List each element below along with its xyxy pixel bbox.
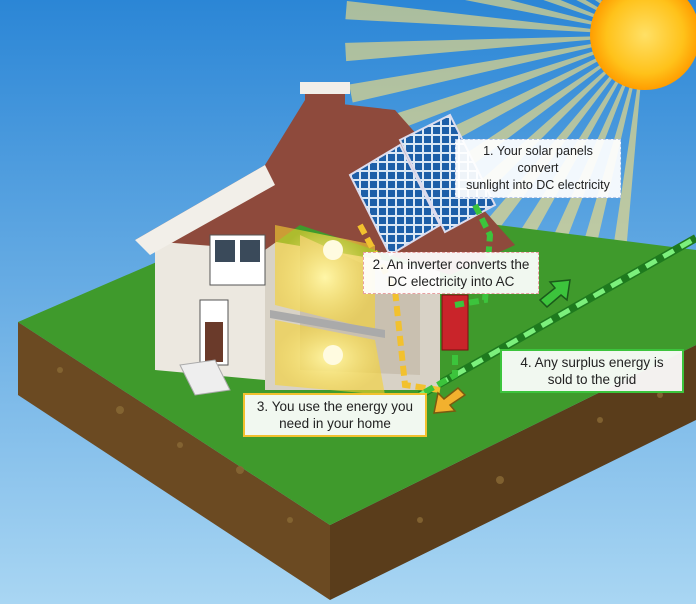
- sun-ray: [576, 0, 645, 35]
- step-1-line-1: 1. Your solar panels convert: [464, 143, 612, 177]
- step-2-label: 2. An inverter converts the DC electrici…: [363, 252, 539, 294]
- roof-trim: [135, 165, 275, 255]
- step-2-number: 2.: [372, 257, 384, 272]
- solar-panel: [348, 143, 442, 257]
- solar-panel: [398, 113, 497, 234]
- light-bulb-lower: [323, 345, 343, 365]
- steps: [179, 359, 231, 396]
- step-4-number: 4.: [520, 355, 532, 370]
- grid-feed-wire: [418, 355, 458, 398]
- front-door-panel: [205, 322, 223, 362]
- step-1-label: 1. Your solar panels convert sunlight in…: [455, 139, 621, 198]
- window-pane: [215, 240, 235, 262]
- step-4-label: 4. Any surplus energy is sold to the gri…: [500, 349, 684, 393]
- sun: [590, 0, 696, 90]
- step-1-text: Your solar panels convert: [496, 144, 593, 175]
- sun-ray: [345, 1, 645, 36]
- chimney: [305, 85, 345, 140]
- step-3-line-2: need in your home: [279, 416, 391, 431]
- floor-divider: [270, 310, 385, 338]
- step-2-line-1: 2. An inverter converts the: [372, 256, 530, 273]
- step-3-line-1: 3. You use the energy you: [253, 398, 417, 415]
- step-4-line-2: sold to the grid: [547, 372, 637, 387]
- sun-ray: [349, 35, 645, 103]
- green-arrow-icon: [538, 279, 571, 309]
- step-2-line-2: DC electricity into AC: [387, 274, 515, 289]
- soil-right-face: [330, 345, 696, 600]
- soil-left-face: [18, 322, 330, 600]
- solar-panels: [348, 113, 497, 257]
- soil-speckles: [57, 367, 663, 523]
- step-4-text: Any surplus energy is: [534, 355, 664, 370]
- step-1-line-2: sunlight into DC electricity: [466, 178, 610, 192]
- sun-ray: [345, 35, 645, 62]
- light-bulb-upper: [323, 240, 343, 260]
- house: [135, 82, 515, 396]
- step-3-number: 3.: [256, 399, 269, 414]
- step-1-number: 1.: [483, 144, 494, 158]
- interior-glow-upper: [275, 225, 375, 330]
- yellow-arrow-icon: [433, 386, 467, 414]
- sun-ray: [358, 35, 645, 143]
- step-3-text: You use the energy you: [271, 399, 414, 414]
- grid-power-line-dashes: [418, 235, 696, 398]
- step-3-label: 3. You use the energy you need in your h…: [243, 393, 427, 437]
- window-pane: [240, 240, 260, 262]
- step-4-line-1: 4. Any surplus energy is: [510, 354, 674, 371]
- chimney-cap: [300, 82, 350, 94]
- step-2-text: An inverter converts the: [386, 257, 530, 272]
